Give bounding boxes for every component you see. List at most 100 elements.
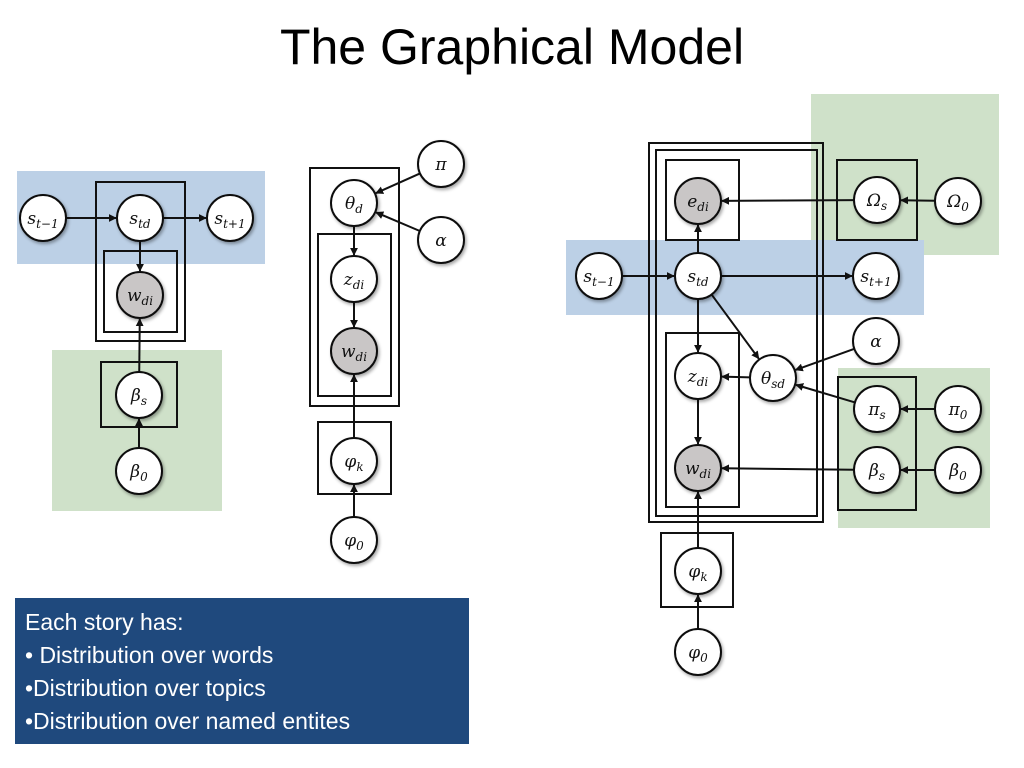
node-label-base: β [868,461,879,481]
node-circle [417,140,465,188]
node-w_di: wdi [674,444,722,492]
node-s_prev: st−1 [575,252,623,300]
node-Omega_0: Ω0 [934,177,982,225]
edge-theta_sd-to-z_di [721,372,751,381]
node-theta_sd: θsd [749,354,797,402]
node-label-base: w [127,286,142,306]
node-s_prev: st−1 [19,194,67,242]
node-w_di: wdi [330,327,378,375]
edge-alpha-to-theta_d [375,211,421,232]
node-label-base: φ [688,643,700,663]
node-circle [674,547,722,595]
node-circle [575,252,623,300]
node-label-base: φ [344,531,356,551]
node-circle [852,317,900,365]
node-label-subscript: di [697,375,709,389]
node-circle [116,271,164,319]
node-label-base: α [870,332,882,352]
node-label: β0 [948,461,967,483]
node-label-base: θ [761,369,771,389]
node-label-base: s [583,267,592,287]
edge-Omega_s-to-e_di [721,196,855,205]
slide-title: The Graphical Model [279,19,745,75]
node-label: πs [867,400,885,422]
node-label-base: β [948,461,959,481]
node-circle [115,371,163,419]
node-label-base: π [434,155,447,175]
node-label-subscript: 0 [959,469,967,483]
node-s_td: std [674,252,722,300]
node-label-subscript: 0 [356,539,364,553]
node-z_di: zdi [330,255,378,303]
node-label-subscript: t+1 [869,275,892,289]
node-circle [330,255,378,303]
node-label: βs [868,461,885,483]
node-circle [934,446,982,494]
node-s_next: st+1 [852,252,900,300]
node-circle [330,327,378,375]
node-pi_s: πs [853,385,901,433]
entity-prior-region [811,94,999,255]
edge-alpha-to-theta_sd [794,347,855,372]
node-pi: π [417,140,465,188]
node-label-subscript: 0 [961,200,969,214]
node-label-subscript: t+1 [223,217,246,231]
info-item-entities: •Distribution over named entites [25,708,351,734]
node-label: st+1 [214,209,245,231]
node-label-base: s [129,209,138,229]
node-circle [330,179,378,227]
story-plate-outer [648,142,824,523]
word-plate [665,332,740,508]
node-label-base: s [214,209,223,229]
node-z_di: zdi [674,352,722,400]
node-label: std [687,267,709,289]
node-label-subscript: 0 [700,651,708,665]
node-label: π [434,155,447,175]
node-label-subscript: k [356,460,363,474]
node-circle [330,516,378,564]
node-label-subscript: di [356,350,368,364]
node-beta_s: βs [853,446,901,494]
diagram2: π α θd zdi wdi φ k φ0 [309,140,465,564]
node-label-base: θ [345,194,355,214]
node-circle [853,446,901,494]
node-label-base: α [435,231,447,251]
node-label: wdi [341,342,367,364]
edge-pi-to-theta_d [375,172,421,195]
node-circle [206,194,254,242]
node-label-subscript: sd [771,377,785,391]
node-label-subscript: di [142,294,154,308]
node-label-base: s [860,267,869,287]
node-label: wdi [685,459,711,481]
node-label-subscript: td [696,275,709,289]
story-plate-inner [655,149,818,517]
node-circle [852,252,900,300]
node-label-base: e [687,192,697,212]
node-label-base: φ [688,562,700,582]
node-circle [749,354,797,402]
node-label-subscript: 0 [140,470,148,484]
node-circle [674,352,722,400]
node-circle [934,177,982,225]
node-label-subscript: d [355,202,363,216]
node-circle [19,194,67,242]
node-label: α [435,231,447,251]
node-label-subscript: td [138,217,151,231]
node-circle [853,385,901,433]
node-circle [674,444,722,492]
node-label: std [129,209,151,231]
node-label-subscript: 0 [960,408,968,422]
node-label-base: Ω [946,192,961,212]
node-label: zdi [343,270,365,292]
node-phi_0: φ0 [330,516,378,564]
node-label-base: β [130,386,141,406]
node-label: Ω0 [946,192,969,214]
node-w_di: wdi [116,271,164,319]
edge-s_td-to-theta_sd [710,293,760,360]
node-label-subscript: s [880,408,886,422]
node-alpha: α [852,317,900,365]
node-label: φ0 [688,643,708,665]
